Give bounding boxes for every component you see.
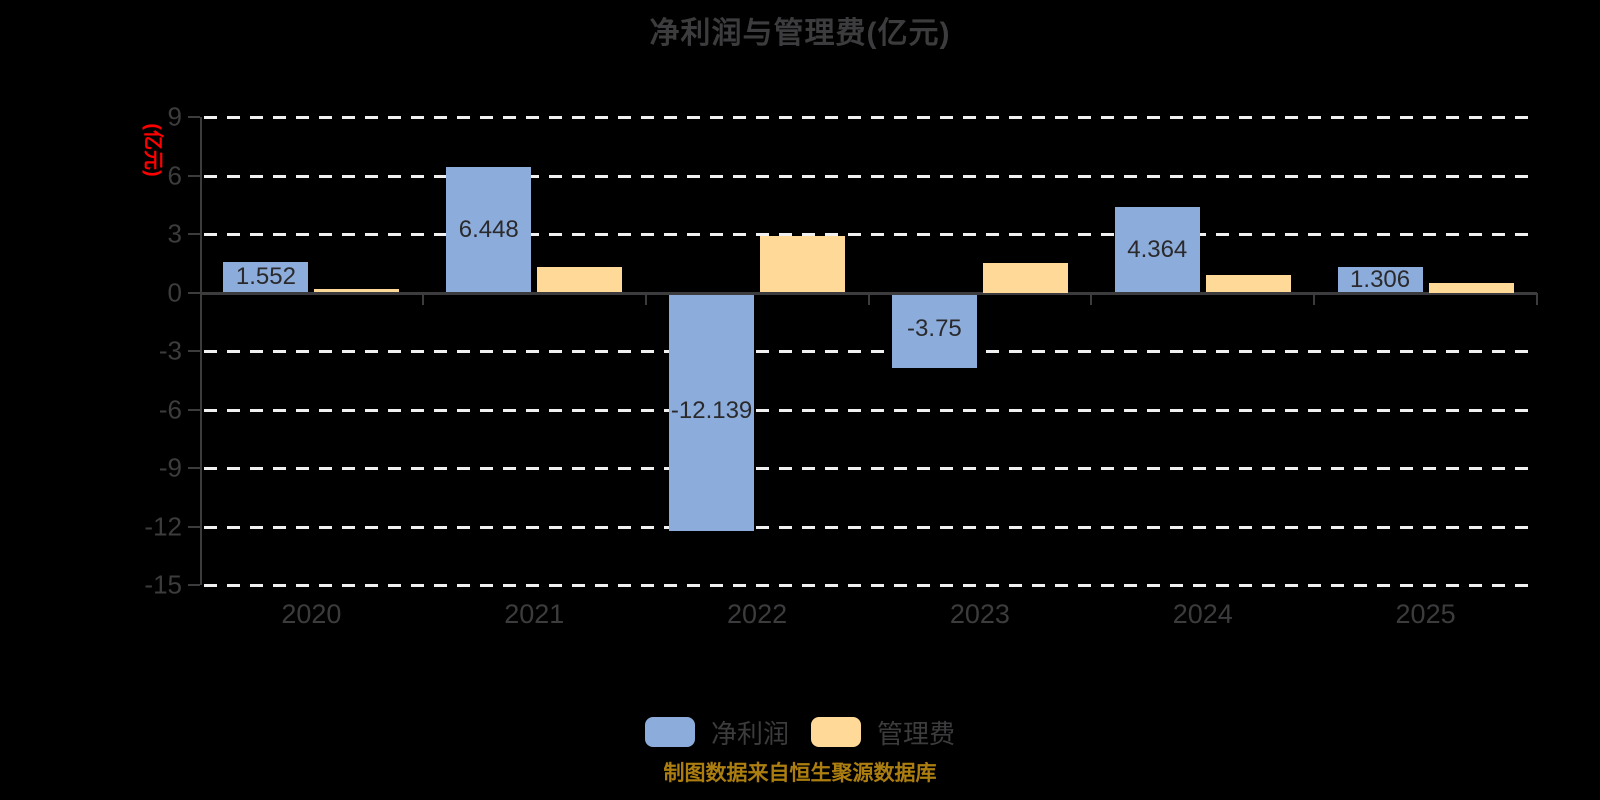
bar-value-label-2025: 1.306 bbox=[1350, 265, 1411, 293]
bar-管理费-2025[interactable] bbox=[1428, 282, 1514, 293]
y-tick-mark--15 bbox=[188, 584, 200, 586]
gridline-y-3 bbox=[204, 350, 1537, 353]
legend-label-net-profit: 净利润 bbox=[710, 718, 789, 749]
x-category-label-2021: 2021 bbox=[504, 599, 565, 629]
y-tick-label-0: 0 bbox=[167, 277, 182, 307]
x-tick-mark-4 bbox=[1090, 292, 1093, 305]
bar-value-label-2023: -3.75 bbox=[907, 315, 962, 343]
y-tick-mark--9 bbox=[188, 467, 200, 469]
chart-title: 净利润与管理费(亿元) bbox=[649, 17, 951, 50]
net-profit-swatch-icon bbox=[644, 717, 695, 747]
bar-净利润-2021[interactable] bbox=[446, 166, 532, 293]
plot-area: 9 6 3 0 -3 -6 -9 -12 -15 1.552 2020 6.448 2021 -12.13… bbox=[144, 102, 1538, 629]
bar-管理费-2023[interactable] bbox=[982, 263, 1068, 293]
x-tick-mark-1 bbox=[421, 292, 424, 305]
legend: 净利润 管理费 bbox=[0, 712, 1600, 752]
bar-管理费-2021[interactable] bbox=[537, 267, 623, 293]
y-tick-label-9: 9 bbox=[167, 101, 182, 132]
x-category-label-2024: 2024 bbox=[1172, 599, 1233, 629]
bar-value-label-2024: 4.364 bbox=[1127, 235, 1188, 263]
bar-管理费-2020[interactable] bbox=[314, 288, 400, 293]
x-tick-mark-6 bbox=[1536, 292, 1538, 305]
gridline-y-9 bbox=[204, 467, 1537, 470]
y-axis-unit-label: (亿元) bbox=[141, 123, 164, 177]
x-category-label-2022: 2022 bbox=[727, 599, 788, 629]
gridline-y6 bbox=[204, 174, 1537, 178]
y-tick-mark-9 bbox=[188, 116, 200, 118]
y-tick-mark--6 bbox=[188, 408, 200, 411]
gridline-y3 bbox=[204, 233, 1537, 236]
y-tick-mark-0 bbox=[188, 291, 200, 294]
data-source-note: 制图数据来自恒生聚源数据库 bbox=[663, 762, 937, 785]
y-tick-label--6: -6 bbox=[158, 394, 182, 424]
bar-value-label-2022: -12.139 bbox=[670, 396, 753, 424]
gridline-y9 bbox=[204, 116, 1537, 119]
y-tick-mark--3 bbox=[188, 350, 200, 352]
bar-value-label-2020: 1.552 bbox=[235, 263, 296, 291]
bar-净利润-2022[interactable] bbox=[669, 294, 755, 532]
x-tick-mark-3 bbox=[867, 292, 870, 305]
management-fee-swatch-icon bbox=[811, 717, 861, 747]
bar-管理费-2022[interactable] bbox=[760, 235, 846, 293]
y-tick-label-3: 3 bbox=[167, 218, 182, 249]
x-category-label-2025: 2025 bbox=[1395, 599, 1456, 629]
y-tick-label--12: -12 bbox=[144, 511, 182, 541]
y-axis-line bbox=[200, 117, 202, 585]
y-tick-label--9: -9 bbox=[158, 452, 182, 483]
bar-净利润-2020[interactable] bbox=[223, 262, 309, 293]
gridline-y-12 bbox=[204, 525, 1537, 529]
legend-item-net-profit[interactable]: 净利润 bbox=[644, 714, 789, 751]
y-tick-mark--12 bbox=[188, 525, 200, 528]
legend-item-management-fee[interactable]: 管理费 bbox=[811, 714, 955, 751]
gridline-y-6 bbox=[204, 408, 1537, 412]
y-tick-label--3: -3 bbox=[158, 335, 182, 366]
gridline-y-15 bbox=[204, 584, 1537, 587]
y-tick-label--15: -15 bbox=[144, 569, 182, 600]
y-tick-mark-3 bbox=[188, 233, 200, 235]
bar-净利润-2024[interactable] bbox=[1114, 207, 1200, 293]
bar-净利润-2023[interactable] bbox=[891, 294, 977, 368]
y-tick-label-6: 6 bbox=[167, 160, 182, 190]
x-tick-mark-2 bbox=[644, 292, 647, 305]
bar-value-label-2021: 6.448 bbox=[458, 215, 519, 243]
x-category-label-2023: 2023 bbox=[949, 599, 1010, 629]
y-tick-mark-6 bbox=[188, 174, 200, 177]
legend-label-management-fee: 管理费 bbox=[877, 718, 956, 749]
x-category-label-2020: 2020 bbox=[281, 599, 342, 629]
bar-净利润-2025[interactable] bbox=[1337, 267, 1423, 293]
x-tick-mark-5 bbox=[1313, 292, 1316, 305]
bar-管理费-2024[interactable] bbox=[1205, 274, 1291, 293]
